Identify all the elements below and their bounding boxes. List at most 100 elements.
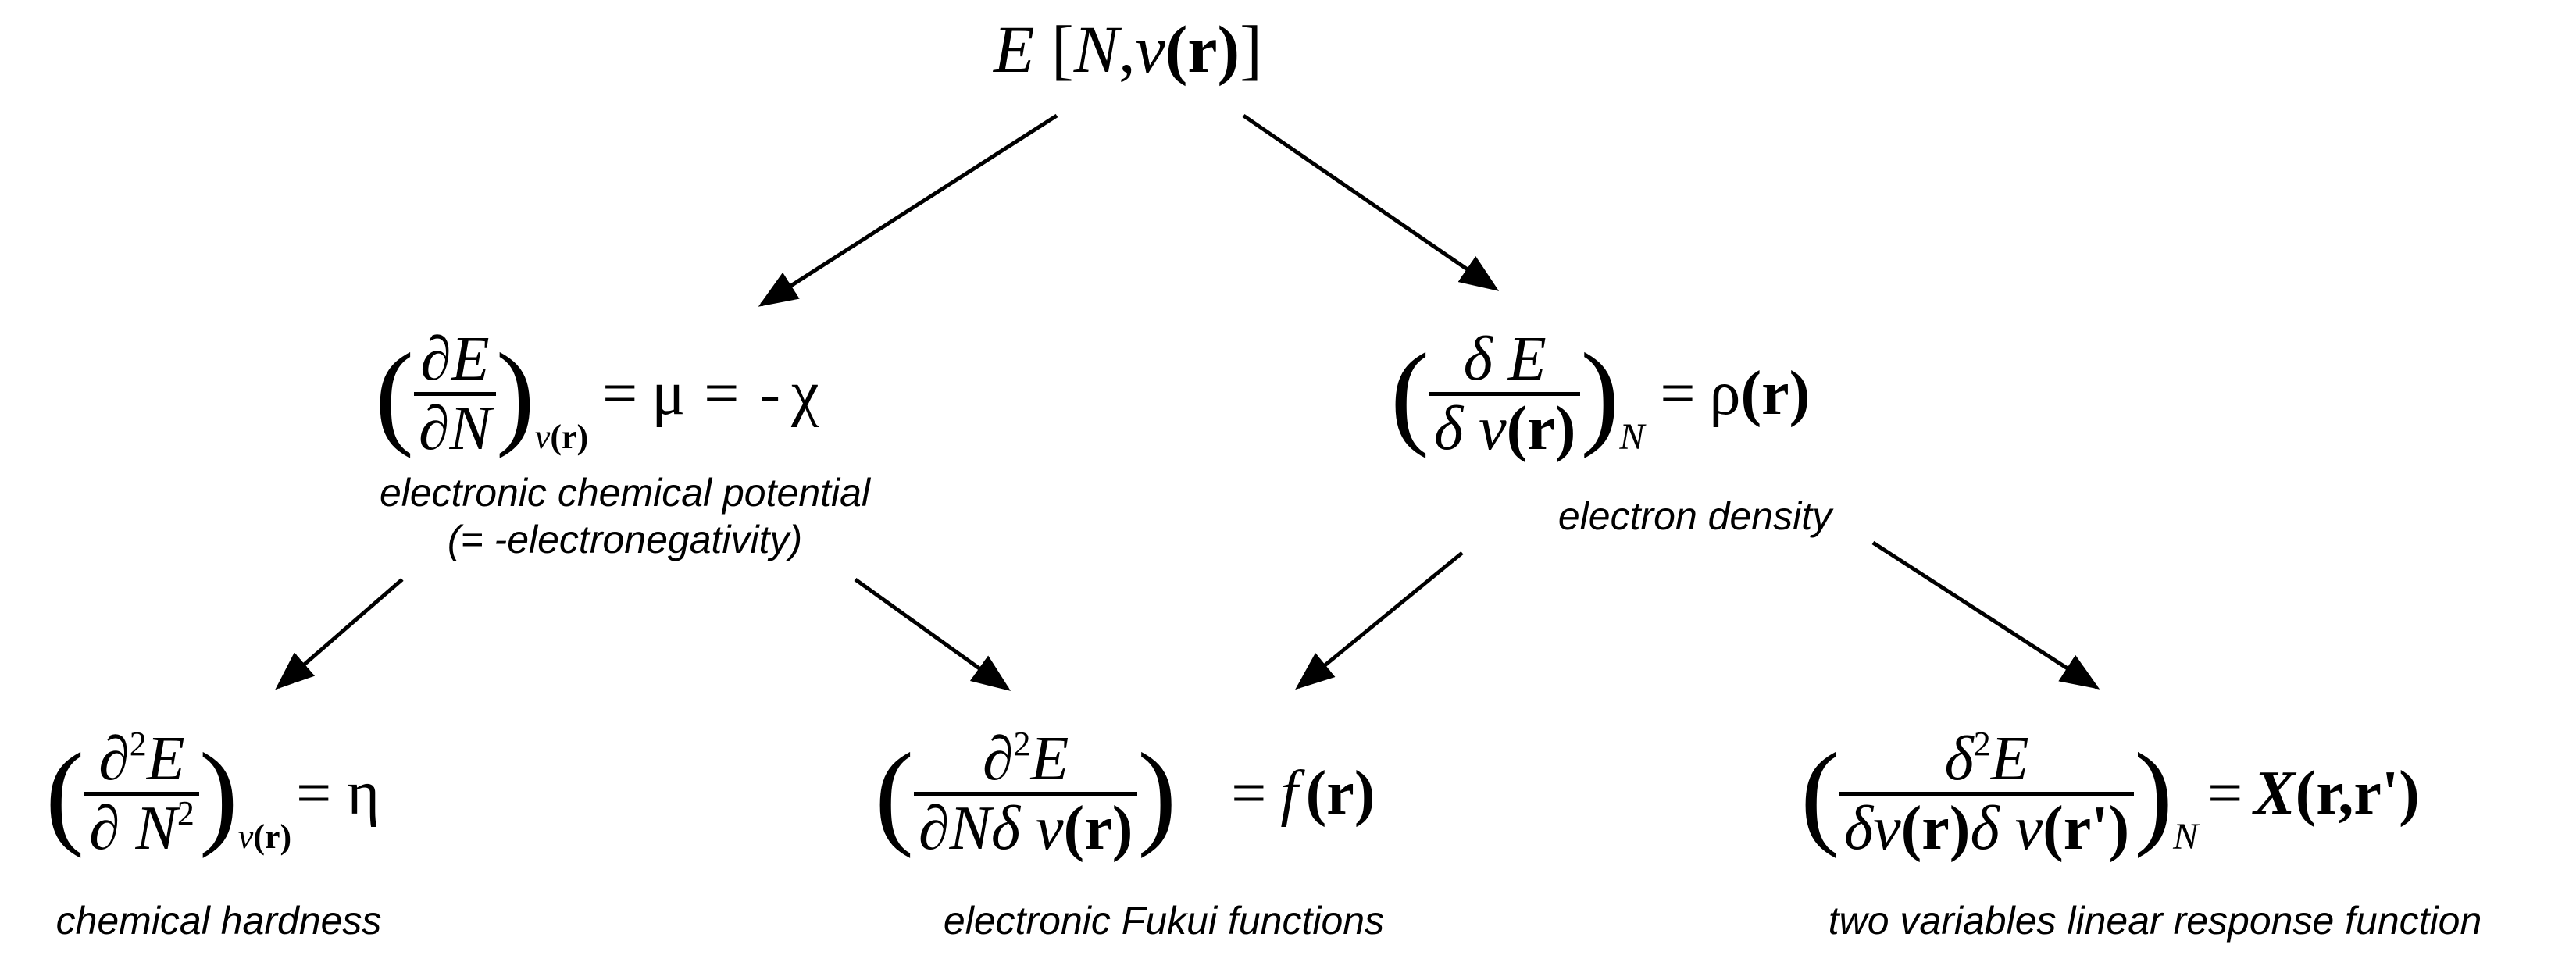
root-v: v [1135,12,1165,87]
mu-caption-line1: electronic chemical potential [379,471,871,515]
rho-den-v: v [1479,394,1507,463]
chi-den-v1: v [1873,794,1901,863]
mu-den-op: ∂ [418,394,450,463]
eta-formula: ( ∂2E ∂ N2 ) v(r) = η [45,726,380,861]
fukui-left-paren: ( [875,729,914,859]
mu-left-paren: ( [375,329,414,459]
mu-caption-line2: (= -electronegativity) [447,518,803,561]
mu-formula: ( ∂E ∂N ) v(r) = μ = - χ [375,326,819,461]
fukui-eq: = [1231,759,1267,828]
fukui-den-r: (r) [1063,794,1133,863]
rho-formula: ( δ E δ v(r) ) N = ρ(r) [1390,326,1810,461]
rho-den-r: (r) [1506,394,1576,463]
fukui-f: f [1280,759,1298,828]
eta-num-exp: 2 [129,725,147,764]
eta-den-var: N [135,794,177,863]
fukui-rparen: ) [1354,759,1375,828]
chi-den-op1: δ [1843,794,1874,863]
arrow-mu-to-eta [275,578,404,690]
eta-left-paren: ( [45,729,84,859]
root-close-bracket: ] [1240,12,1262,87]
eta-caption: chemical hardness [55,899,382,943]
eta-num-op: ∂ [98,725,130,793]
fukui-formula: ( ∂2E ∂Nδ v(r) ) = f (r) [875,726,1375,861]
mu-symbol: μ [651,359,686,428]
rho-rparen: ) [1789,359,1811,428]
eta-sub-v: v [237,818,254,856]
eta-fraction: ∂2E ∂ N2 [84,726,199,861]
linear-response-formula: ( δ2E δv(r)δ v(r') ) N = X(r,r') [1800,726,2420,861]
fukui-den-op2: δ [990,794,1021,863]
mu-minus: - [759,359,780,428]
chi-args: (r,r') [2295,759,2420,828]
rho-r: r [1761,359,1789,428]
mu-num-op: ∂ [420,325,451,394]
chi-num-var: E [1990,725,2029,793]
root-comma: , [1119,12,1136,87]
root-lparen: ( [1165,12,1188,87]
rho-eq: = [1660,359,1696,428]
fukui-num-exp: 2 [1013,725,1031,764]
rho-right-paren: ) [1580,329,1620,459]
rho-den-op: δ [1433,394,1464,463]
root-N: N [1073,12,1119,87]
fukui-den-op1: ∂ [918,794,950,863]
eta-num-var: E [146,725,185,793]
chi-sub-N: N [2173,816,2199,857]
fukui-den-v: v [1036,794,1064,863]
mu-sub-r: (r) [550,418,589,456]
rho-caption: electron density [1557,494,1832,538]
eta-sub-r: (r) [253,818,292,856]
mu-eq2: = [704,359,740,428]
mu-num-var: E [451,325,490,394]
chi-symbol: χ [790,359,819,428]
arrow-rho-to-fukui [1295,551,1464,690]
chi-num-exp: 2 [1973,725,1991,764]
mu-fraction: ∂E ∂N [413,325,496,463]
eta-right-paren: ) [198,729,238,859]
eta-den-exp: 2 [177,794,194,833]
rho-symbol: ρ [1709,359,1741,428]
mu-right-paren: ) [495,329,535,459]
eta-eq: = [296,759,332,828]
mu-den-var: N [449,394,491,463]
mu-sub-v: v [534,418,551,456]
arrow-root-to-rho [1242,113,1500,291]
chi-den-v2: v [2014,794,2043,863]
fukui-den-N: N [949,794,991,863]
rho-fraction: δ E δ v(r) [1429,326,1581,461]
chi-num-op: δ [1944,725,1974,793]
chi-eq: = [2207,759,2243,828]
eta-den-op: ∂ [88,794,120,863]
fukui-lparen: ( [1305,759,1327,828]
chi-left-paren: ( [1800,729,1839,859]
linear-response-caption: two variables linear response function [1828,899,2482,943]
fukui-right-paren: ) [1137,729,1177,859]
fukui-num-var: E [1030,725,1069,793]
mu-eq1: = [602,359,638,428]
root-E: E [994,12,1035,87]
rho-sub-N: N [1619,416,1645,458]
fukui-caption: electronic Fukui functions [943,899,1385,943]
rho-num-op: δ [1463,325,1493,394]
root-r: r [1187,12,1218,87]
arrow-mu-to-fukui [854,577,1011,691]
root-open-bracket: [ [1051,12,1074,87]
chi-X: X [2253,759,2296,828]
root-functional: E [N,v(r)] [994,6,1262,92]
fukui-num-op: ∂ [982,725,1014,793]
fukui-fraction: ∂2E ∂Nδ v(r) [913,725,1138,863]
chi-fraction: δ2E δv(r)δ v(r') [1839,725,2135,863]
rho-lparen: ( [1740,359,1762,428]
arrow-root-to-mu [758,113,1058,307]
eta-symbol: η [347,759,380,828]
chi-den-r1: (r) [1900,794,1971,863]
rho-left-paren: ( [1390,329,1429,459]
chi-right-paren: ) [2134,729,2174,859]
arrow-rho-to-chi [1871,540,2100,690]
root-rparen: ) [1217,12,1240,87]
chi-den-op2: δ [1970,794,2000,863]
fukui-r: r [1326,759,1354,828]
chi-den-r2: (r') [2043,794,2130,863]
rho-num-var: E [1507,325,1547,394]
